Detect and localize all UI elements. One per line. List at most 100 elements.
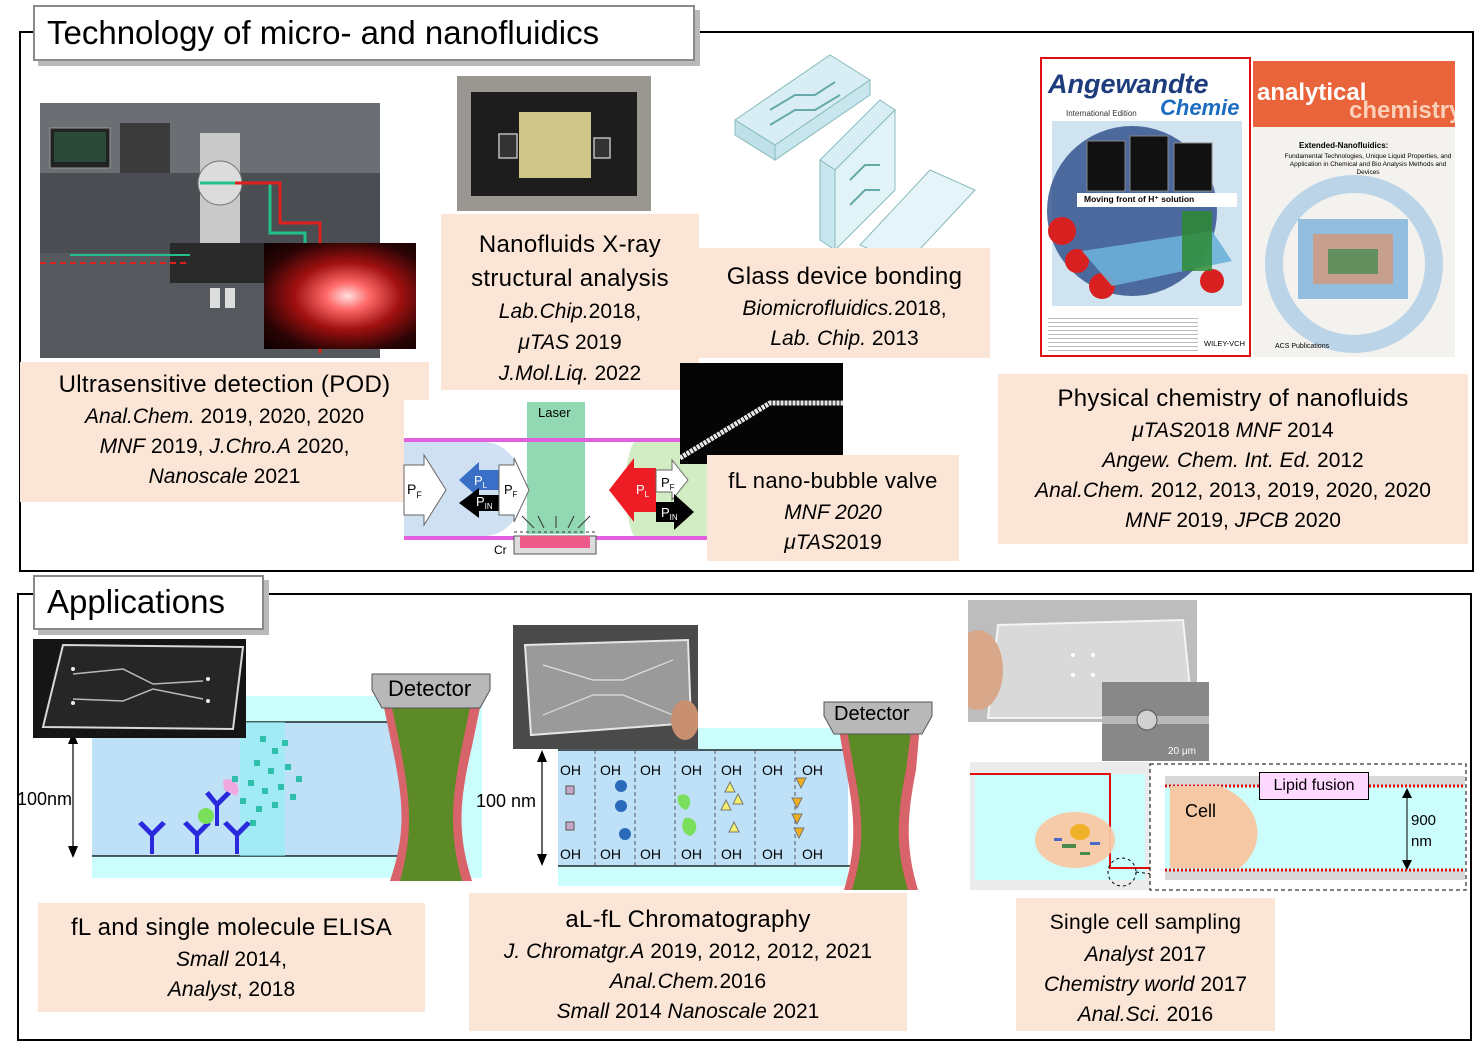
angew-abstract-lines	[1048, 315, 1198, 351]
cell-label: Cell	[1185, 801, 1217, 821]
valve-pl-label-left: PL	[474, 473, 488, 490]
oh-top-4: OH	[681, 762, 702, 778]
oh-bottom-6: OH	[762, 846, 783, 862]
valve-laser-label: Laser	[538, 405, 571, 420]
technology-section-title: Technology of micro- and nanofluidics	[33, 5, 695, 61]
physchem-ref2-journal: Angew. Chem. Int. Ed.	[1102, 449, 1312, 472]
chrom-ref2-journal: Anal.Chem.	[609, 970, 720, 993]
xray-title-line2: structural analysis	[471, 265, 669, 292]
elisa-ref2-journal: Analyst	[167, 978, 237, 1001]
physchem-caption: Physical chemistry of nanofluids μTAS201…	[998, 374, 1468, 544]
elisa-ref1-years: 2014,	[228, 948, 287, 971]
chrom-ref1-years: 2019, 2012, 2012, 2021	[644, 940, 873, 963]
oh-bottom-5: OH	[721, 846, 742, 862]
pod-caption: Ultrasensitive detection (POD) Anal.Chem…	[20, 362, 429, 502]
chromatography-diagram	[537, 701, 933, 890]
valve-ref1: MNF 2020	[784, 501, 882, 524]
cell-ref1-years: 2017	[1153, 943, 1207, 966]
pod-ref1-journal: Anal.Chem.	[84, 405, 195, 428]
chrom-ref3-years-a: 2014	[609, 1000, 668, 1023]
glass-ref2-years: 2013	[866, 327, 919, 350]
oh-top-1: OH	[560, 762, 581, 778]
cell-ref3-years: 2016	[1160, 1003, 1214, 1026]
valve-pf-label-right: PF	[661, 475, 675, 492]
glass-ref1-journal: Biomicrofluidics.	[742, 297, 895, 320]
cell-ref3-journal: Anal.Sci.	[1077, 1003, 1161, 1026]
pod-ref2-years-a: 2019,	[145, 435, 210, 458]
cell-ref2-journal: Chemistry world	[1043, 973, 1195, 996]
chrom-height-label: 100 nm	[476, 791, 537, 811]
cell-ref2-years: 2017	[1194, 973, 1248, 996]
elisa-chip-photo	[33, 639, 246, 738]
oh-top-3: OH	[640, 762, 661, 778]
oh-bottom-1: OH	[560, 846, 581, 862]
physchem-ref4-journal-a: MNF	[1125, 509, 1171, 532]
angew-banner: Moving front of H⁺ solution	[1084, 194, 1195, 204]
chrom-caption: aL-fL Chromatography J. Chromatgr.A 2019…	[469, 893, 907, 1031]
physchem-ref3-journal: Anal.Chem.	[1035, 479, 1145, 502]
cell-sampling-diagram	[970, 762, 1467, 891]
cell-scale-label: 20 μm	[1168, 746, 1196, 757]
xray-chip-photo	[457, 76, 651, 211]
physchem-ref3-years: 2012, 2013, 2019, 2020, 2020	[1144, 479, 1431, 502]
xray-caption: Nanofluids X-ray structural analysis Lab…	[441, 214, 699, 390]
pod-ref3-journal: Nanoscale	[148, 465, 248, 488]
cell-lipid-label: Lipid fusion	[1259, 772, 1369, 800]
xray-ref1-years: 2018,	[588, 300, 642, 323]
oh-top-6: OH	[762, 762, 783, 778]
xray-ref3-journal: J.Mol.Liq.	[498, 362, 589, 385]
valve-ref2-journal: μTAS	[784, 531, 836, 554]
angew-publisher: WILEY-VCH	[1204, 339, 1245, 348]
chrom-ref3-years-b: 2021	[766, 1000, 820, 1023]
oh-bottom-3: OH	[640, 846, 661, 862]
physchem-ref4-years-a: 2019,	[1170, 509, 1235, 532]
elisa-diagram	[68, 673, 491, 881]
cell-micrograph: 20 μm	[1102, 682, 1209, 761]
valve-caption: fL nano-bubble valve MNF 2020 μTAS2019	[707, 455, 959, 561]
chrom-ref2-years: 2016	[719, 970, 767, 993]
oh-bottom-4: OH	[681, 846, 702, 862]
angew-edition: International Edition	[1066, 109, 1137, 118]
valve-ref2-years: 2019	[835, 531, 882, 554]
oh-top-5: OH	[721, 762, 742, 778]
angew-subtitle: Chemie	[1160, 95, 1240, 120]
chrom-ref3-journal-a: Small	[556, 1000, 610, 1023]
elisa-caption: fL and single molecule ELISA Small 2014,…	[38, 903, 425, 1012]
glass-caption: Glass device bonding Biomicrofluidics.20…	[699, 248, 990, 358]
physchem-ref1-journal-b: MNF	[1235, 419, 1282, 442]
ac-header	[1253, 61, 1455, 127]
xray-ref1-journal: Lab.Chip.	[498, 300, 589, 323]
glass-title: Glass device bonding	[726, 263, 963, 290]
pod-ref2-journal-a: MNF	[99, 435, 146, 458]
chrom-ref1-journal: J. Chromatgr.A	[503, 940, 645, 963]
physchem-ref2-years: 2012	[1311, 449, 1364, 472]
xray-title-line1: Nanofluids X-ray	[478, 231, 662, 258]
oh-top-7: OH	[802, 762, 823, 778]
valve-micrograph	[680, 363, 843, 464]
ac-title-1: analytical	[1257, 79, 1367, 106]
valve-pin-label-right: PIN	[661, 505, 678, 522]
valve-cr-label: Cr	[494, 543, 507, 557]
pod-ref2-journal-b: J.Chro.A	[209, 435, 292, 458]
ac-heading: Extended-Nanofluidics:	[1299, 141, 1389, 150]
ac-publisher: ACS Publications	[1275, 343, 1330, 350]
analytical-chemistry-cover: analytical chemistry Extended-Nanofluidi…	[1253, 61, 1455, 357]
ac-title-2: chemistry	[1349, 97, 1455, 124]
cell-ref1-journal: Analyst	[1084, 943, 1154, 966]
oh-top-2: OH	[600, 762, 621, 778]
elisa-ref1-journal: Small	[176, 948, 229, 971]
valve-pf-label-mid: PF	[504, 482, 518, 499]
elisa-ref2-years: , 2018	[236, 978, 296, 1001]
physchem-title: Physical chemistry of nanofluids	[1057, 385, 1409, 412]
xray-ref2-years: 2019	[569, 331, 622, 354]
pod-ref1-years: 2019, 2020, 2020	[194, 405, 365, 428]
xray-ref3-years: 2022	[588, 362, 642, 385]
chrom-detector-label: Detector	[834, 703, 910, 725]
physchem-ref4-journal-b: JPCB	[1234, 509, 1289, 532]
valve-pin-label-left: PIN	[476, 494, 493, 511]
valve-diagram: PF PL PIN PF PL PF PIN Laser Cr	[403, 400, 724, 570]
glass-device-illustration	[734, 54, 976, 266]
glass-ref1-years: 2018,	[894, 297, 947, 320]
physchem-ref1-years-b: 2014	[1281, 419, 1334, 442]
cell-height-label-1: 900	[1411, 812, 1437, 829]
